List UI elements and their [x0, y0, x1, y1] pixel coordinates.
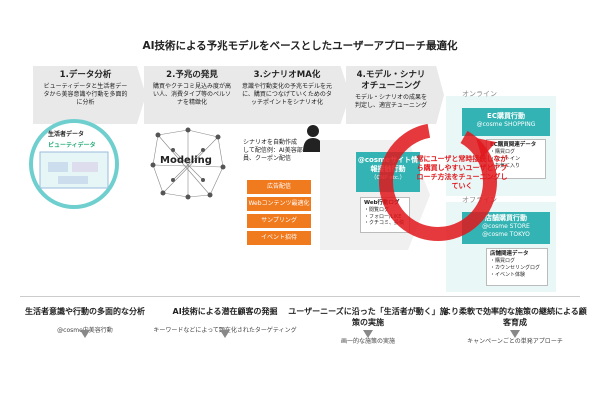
divider [20, 296, 580, 297]
bottom-col-2-head: AI技術による潜在顧客の発掘 [172, 307, 278, 316]
step-2-desc: 購買やクチコミ見込み度が高い人、消費タイプ等のペルソナを精緻化 [152, 83, 231, 106]
step-1-desc: ビューティデータと生活者データから美容意識や行動を多面的に分析 [43, 83, 128, 106]
step-1: 1.データ分析 ビューティデータと生活者データから美容意識や行動を多面的に分析 [33, 66, 146, 124]
step-3: 3.シナリオMA化 意識や行動変化の予兆モデルを元に、購買につなげていくためのタ… [232, 66, 350, 124]
down-arrow-icon [80, 330, 90, 338]
ec-sub: @cosme SHOPPING [476, 121, 536, 128]
step-4: 4.モデル・シナリオチューニング モデル・シナリオの成果を判定し、適宜チューニン… [346, 66, 444, 124]
sampling-button: サンプリング [247, 214, 311, 228]
ad-delivery-button: 広告配信 [247, 180, 311, 194]
bottom-col-3-head: ユーザーニーズに沿った「生活者が動く」施策の実施 [288, 307, 448, 327]
step-4-heading: 4.モデル・シナリオチューニング [356, 70, 426, 91]
store-log-item: ・イベント体験 [490, 272, 526, 278]
step-1-heading: 1.データ分析 [59, 70, 112, 80]
bottom-col-1-head: 生活者意識や行動の多面的な分析 [25, 307, 145, 316]
store-log-box: 店舗関連データ ・購買ログ ・カウンセリングログ ・イベント体験 [486, 248, 548, 286]
store-sub: @cosme STORE [482, 223, 530, 230]
bottom-col-4-head: より柔軟で効率的な施策の継続による顧客育成 [443, 307, 587, 327]
step-3-heading: 3.シナリオMA化 [253, 70, 321, 80]
step-4-desc: モデル・シナリオの成果を判定し、適宜チューニング [354, 94, 427, 109]
data-circle [29, 119, 119, 209]
step-3-desc: 意識や行動変化の予兆モデルを元に、購買につなげていくためのタッチポイントをシナリ… [241, 83, 332, 106]
ec-log-item: ・お気に入り [490, 163, 521, 169]
down-arrow-icon [510, 330, 520, 338]
consumer-data-label: 生活者データ [48, 131, 85, 138]
web-log-title: Web行動ログ [364, 200, 400, 206]
ec-log-item: ・購買ログ [490, 149, 516, 155]
web-log-item: ・クチコミ、投稿 [364, 220, 405, 226]
event-invite-button: イベント招待 [247, 231, 311, 245]
store-log-item: ・カウンセリングログ [490, 265, 541, 271]
store-title: 店舗購買行動 [485, 214, 527, 222]
store-sub2: @cosme TOKYO [482, 231, 530, 238]
store-log-title: 店舗関連データ [490, 251, 529, 257]
diagram-title: AI技術による予兆モデルをベースとしたユーザーアプローチ最適化 [142, 40, 458, 52]
beauty-data-label: ビューティデータ [48, 142, 96, 149]
step-2-heading: 2.予兆の発見 [166, 70, 218, 80]
network-graph-icon [150, 127, 226, 200]
ec-log-title: EC購買関連データ [490, 142, 537, 148]
down-arrow-icon [220, 330, 230, 338]
web-content-button: Webコンテンツ最適化 [247, 197, 311, 211]
modeling-label: Modeling [160, 155, 212, 166]
web-log-item: ・閲覧ログ [364, 207, 390, 213]
down-arrow-icon [363, 330, 373, 338]
ec-log-item: ・カートイン [490, 156, 521, 162]
web-log-item: ・フォロー/LIKE [364, 213, 402, 220]
bottom-col-3-sub: 画一的な施策の実施 [340, 338, 395, 345]
bottom-col-4-sub: キャンペーンごとの単発アプローチ [467, 338, 563, 345]
cycle-text: 常にユーザと常時接続しながら購買しやすいユーザとアプローチ方法をチューニングして… [416, 155, 508, 190]
bottom-col-3: ユーザーニーズに沿った「生活者が動く」施策の実施 画一的な施策の実施 [288, 306, 448, 346]
ec-title: EC購買行動 [487, 112, 525, 120]
online-label: オンライン [462, 90, 497, 98]
cycle-arrow-icon [379, 123, 497, 241]
person-icon [303, 125, 323, 152]
scenario-text: シナリオを自動作成して配信例：AI美容部員、クーポン配信 [243, 139, 303, 162]
store-log-item: ・購買ログ [490, 258, 516, 264]
bottom-col-4: より柔軟で効率的な施策の継続による顧客育成 キャンペーンごとの単発アプローチ [440, 306, 590, 346]
step-2: 2.予兆の発見 購買やクチコミ見込み度が高い人、消費タイプ等のペルソナを精緻化 [144, 66, 248, 124]
ec-box: EC購買行動 @cosme SHOPPING [462, 108, 550, 136]
